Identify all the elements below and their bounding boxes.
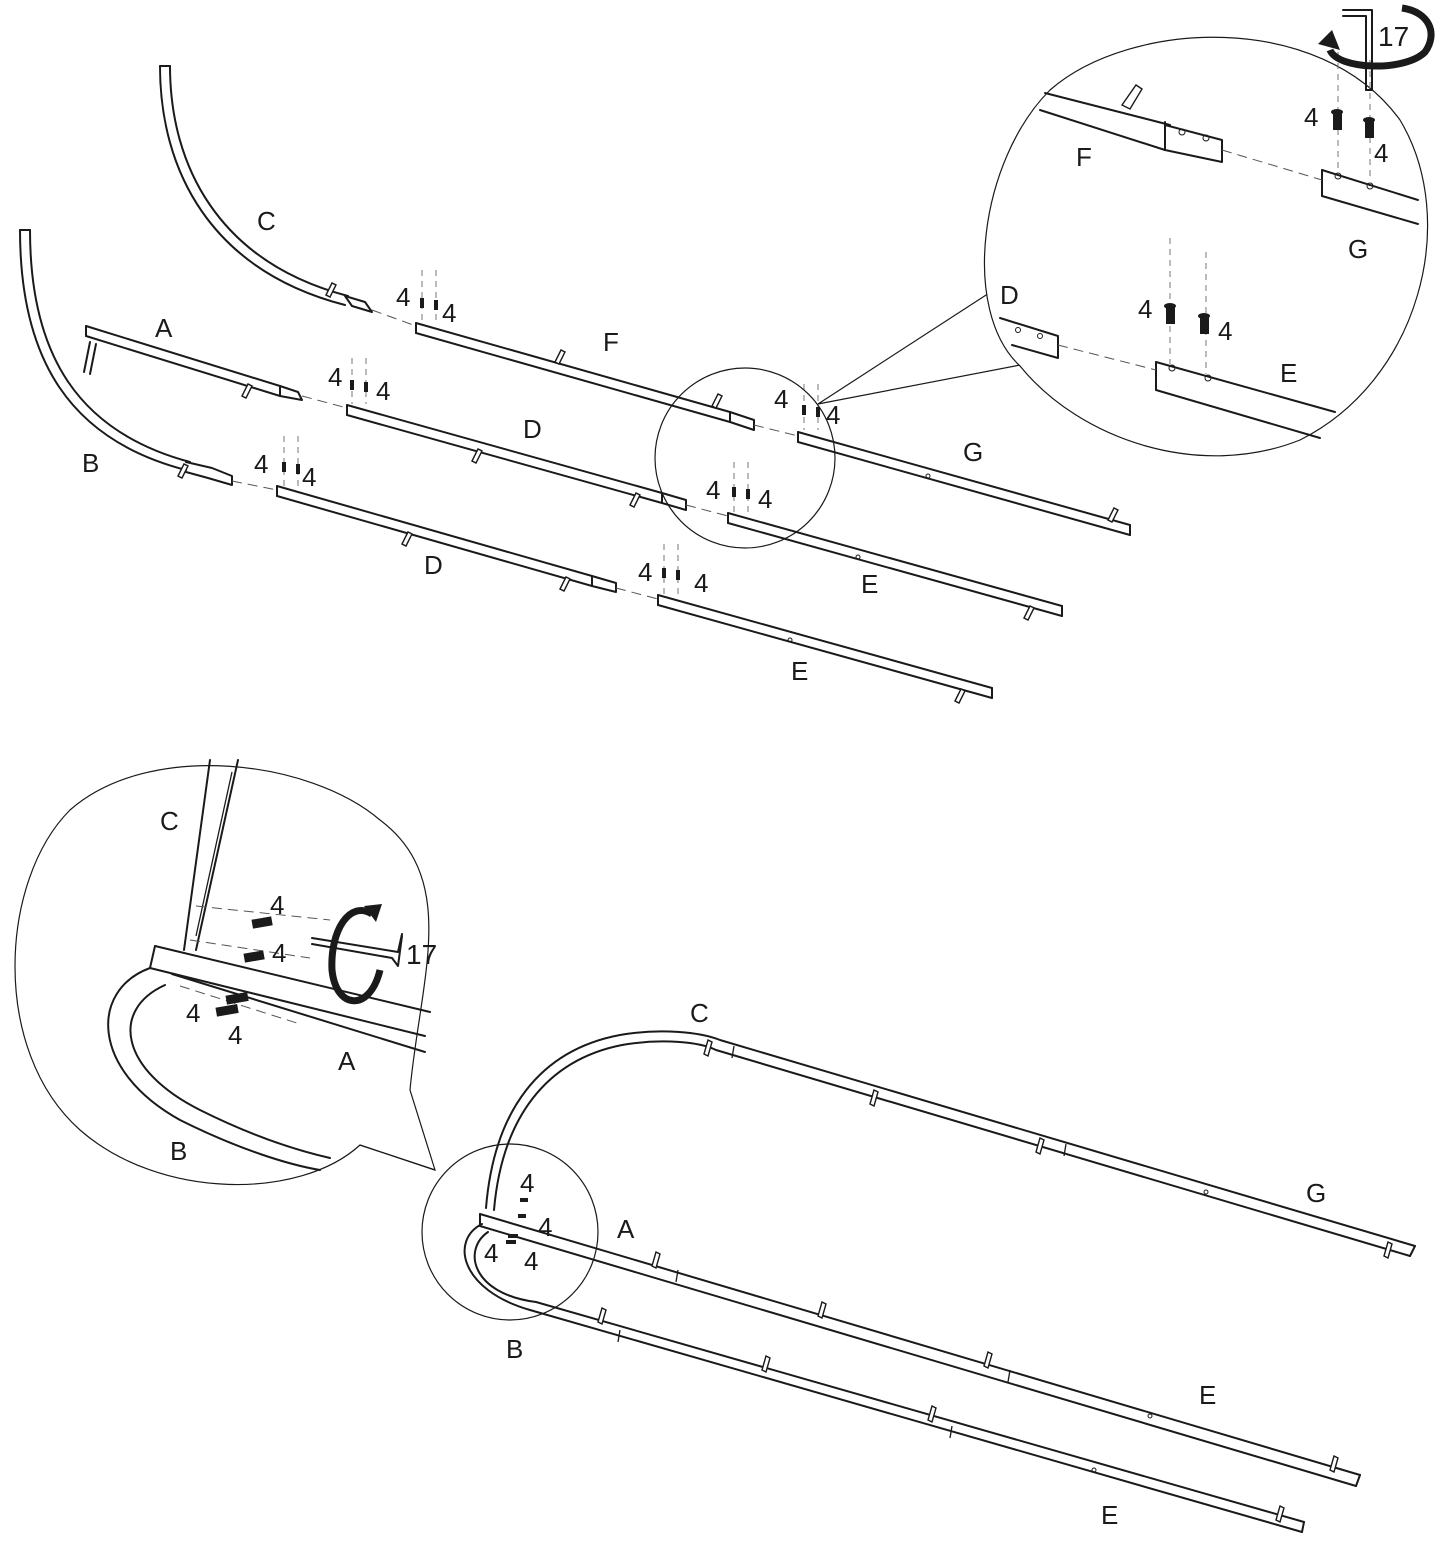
qty-label: 4 xyxy=(228,1020,242,1050)
qty-label: 4 xyxy=(706,475,720,505)
callout-leader xyxy=(359,1144,436,1171)
qty-label: 4 xyxy=(538,1212,552,1242)
bolts-detail-top xyxy=(1164,109,1375,334)
exploded-view: C A B F D D G E E 4 4 4 4 4 4 4 4 4 4 4 … xyxy=(19,65,1131,704)
qty-label: 4 xyxy=(186,998,200,1028)
qty-label: 4 xyxy=(270,890,284,920)
qty-label: 4 xyxy=(272,938,286,968)
tube-d-lower xyxy=(276,485,617,593)
label-g: G xyxy=(1306,1178,1326,1208)
qty-label: 4 xyxy=(1374,138,1388,168)
detail-top-right: 17 F G D E 4 4 4 4 xyxy=(983,4,1435,457)
rotation-arrow-icon xyxy=(1318,4,1435,70)
label-b: B xyxy=(82,448,99,478)
label-d: D xyxy=(424,550,443,580)
tool-size-label: 17 xyxy=(406,939,437,970)
qty-label: 4 xyxy=(302,462,316,492)
tube-c-curved xyxy=(159,65,373,313)
label-a: A xyxy=(338,1046,356,1076)
tube-g xyxy=(797,431,1131,536)
tool-size-label: 17 xyxy=(1378,21,1409,52)
label-b: B xyxy=(170,1136,187,1166)
qty-label: 4 xyxy=(758,484,772,514)
label-d: D xyxy=(523,414,542,444)
joint-callout-circle xyxy=(421,1143,599,1321)
qty-label: 4 xyxy=(328,362,342,392)
label-d: D xyxy=(1000,280,1019,310)
bolts-detail-bottom xyxy=(215,916,273,1017)
qty-label: 4 xyxy=(638,557,652,587)
qty-label: 4 xyxy=(694,568,708,598)
label-f: F xyxy=(603,327,619,357)
qty-label: 4 xyxy=(1218,316,1232,346)
allen-key-icon xyxy=(311,933,403,967)
tube-e-upper xyxy=(727,512,1063,621)
qty-label: 4 xyxy=(1138,294,1152,324)
assembled-view: C G A B E E 4 4 4 4 xyxy=(359,998,1416,1533)
detail-callout-circle xyxy=(654,367,836,549)
label-e: E xyxy=(861,569,878,599)
qty-label: 4 xyxy=(442,298,456,328)
bolts-exploded xyxy=(282,298,820,580)
label-f: F xyxy=(1076,142,1092,172)
label-g: G xyxy=(1348,234,1368,264)
qty-label: 4 xyxy=(524,1246,538,1276)
label-a: A xyxy=(617,1214,635,1244)
qty-label: 4 xyxy=(1304,102,1318,132)
detail-bottom-left: 17 C A B 4 4 4 4 xyxy=(14,759,437,1186)
label-c: C xyxy=(690,998,709,1028)
label-c: C xyxy=(160,806,179,836)
tube-d-upper xyxy=(346,404,687,511)
label-b: B xyxy=(506,1334,523,1364)
label-e: E xyxy=(1101,1500,1118,1530)
label-c: C xyxy=(257,206,276,236)
qty-label: 4 xyxy=(376,376,390,406)
label-g: G xyxy=(963,437,983,467)
qty-label: 4 xyxy=(484,1238,498,1268)
qty-label: 4 xyxy=(396,282,410,312)
rotation-arrow-icon xyxy=(328,904,384,1005)
qty-label: 4 xyxy=(826,400,840,430)
tube-b-curved xyxy=(19,229,233,486)
label-e: E xyxy=(791,656,808,686)
label-a: A xyxy=(155,313,173,343)
tube-a xyxy=(83,325,303,401)
label-e: E xyxy=(1280,358,1297,388)
qty-label: 4 xyxy=(774,384,788,414)
tube-e-lower xyxy=(657,594,993,704)
label-e: E xyxy=(1199,1380,1216,1410)
qty-label: 4 xyxy=(254,449,268,479)
tube-f xyxy=(415,322,755,431)
qty-label: 4 xyxy=(520,1168,534,1198)
callout-leader xyxy=(817,285,1021,405)
